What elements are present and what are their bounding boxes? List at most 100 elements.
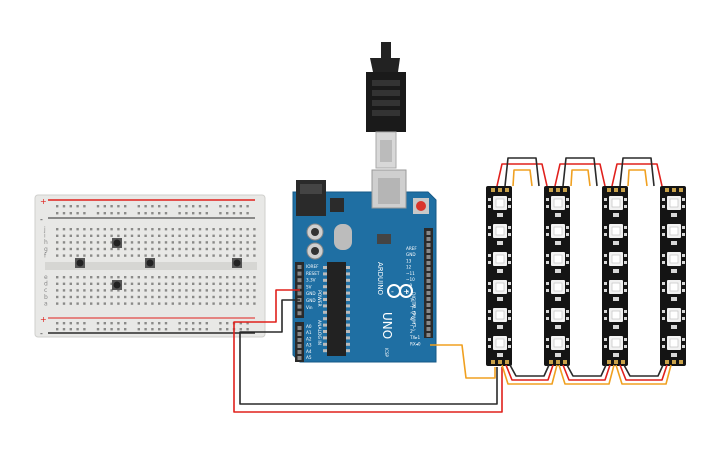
breadboard-hole: [192, 241, 195, 244]
breadboard-hole: [103, 247, 106, 251]
breadboard-hole: [171, 247, 174, 251]
breadboard-hole: [205, 282, 208, 285]
breadboard-hole: [164, 228, 168, 231]
breadboard-hole: [158, 289, 161, 292]
breadboard-hole: [76, 302, 79, 305]
chip-leg: [323, 304, 327, 308]
breadboard-hole: [90, 234, 93, 237]
breadboard-hole: [83, 295, 86, 299]
digital-pin-label: ~10: [406, 277, 415, 282]
breadboard-hole: [90, 247, 93, 251]
chip-leg: [323, 266, 327, 269]
breadboard-hole: [130, 282, 134, 285]
breadboard-hole: [130, 254, 134, 257]
breadboard-hole: [164, 302, 168, 305]
breadboard-hole: [192, 295, 195, 299]
breadboard-hole: [192, 228, 195, 231]
breadboard-hole: [103, 302, 106, 305]
breadboard-hole: [110, 282, 113, 285]
digital-pin-label: 8: [406, 289, 409, 294]
breadboard-hole: [253, 302, 256, 305]
header-pin: [297, 350, 302, 354]
rail-hole: [151, 328, 154, 331]
rail-hole: [192, 322, 195, 325]
breadboard-hole: [96, 295, 100, 299]
breadboard-hole: [90, 289, 93, 292]
breadboard-hole: [117, 234, 120, 237]
breadboard-hole: [137, 282, 140, 285]
breadboard-hole: [212, 295, 215, 299]
breadboard-hole: [178, 282, 181, 285]
usb-cable: [366, 42, 406, 169]
chip-leg: [323, 310, 327, 314]
led-pixel: [604, 280, 627, 301]
rail-hole: [96, 322, 100, 325]
breadboard-hole: [158, 241, 161, 244]
breadboard-hole: [198, 247, 202, 251]
breadboard-hole: [212, 282, 215, 285]
digital-pin-label: ~9: [406, 283, 413, 288]
breadboard-hole: [232, 247, 236, 251]
solder-pad: [607, 360, 611, 364]
rail-hole: [62, 205, 66, 208]
breadboard-hole: [62, 282, 66, 285]
breadboard-hole: [62, 241, 66, 244]
breadboard-hole: [83, 234, 86, 237]
breadboard-hole: [62, 302, 66, 305]
breadboard-hole: [124, 254, 127, 257]
arduino-uno-board: - + ARDUINO UNO DIGITAL (PWM ~) POWER AN…: [292, 169, 437, 363]
rail-plus-label-bottom: +: [40, 315, 47, 324]
breadboard-hole: [185, 282, 188, 285]
header-pin: [426, 231, 431, 235]
power-header-label: POWER: [316, 290, 322, 307]
rail-hole: [164, 322, 168, 325]
digital-pin-label: GND: [406, 252, 416, 257]
breadboard-hole: [144, 276, 147, 279]
breadboard-hole: [158, 302, 161, 305]
breadboard-hole: [90, 295, 93, 299]
breadboard-hole: [76, 234, 79, 237]
rail-hole: [226, 212, 229, 215]
breadboard-hole: [96, 234, 100, 237]
digital-pin-label: 12: [406, 265, 412, 270]
chip-leg: [323, 298, 327, 301]
breadboard-hole: [171, 254, 174, 257]
breadboard-hole: [192, 282, 195, 285]
breadboard-hole: [171, 295, 174, 299]
rail-hole: [76, 205, 79, 208]
breadboard-holes: [56, 205, 256, 331]
breadboard-hole: [62, 247, 66, 251]
breadboard-hole: [96, 302, 100, 305]
rail-hole: [137, 212, 140, 215]
breadboard-hole: [103, 282, 106, 285]
rail-hole: [246, 205, 249, 208]
rail-hole: [198, 322, 202, 325]
breadboard-hole: [246, 295, 249, 299]
led-pixel: [546, 196, 569, 217]
breadboard-hole: [226, 241, 229, 244]
breadboard-hole: [178, 241, 181, 244]
breadboard-hole: [69, 228, 72, 231]
rail-hole: [110, 322, 113, 325]
breadboard-hole: [62, 228, 66, 231]
led-pixel: [546, 308, 569, 329]
solder-pad: [672, 360, 676, 364]
led-pixel: [488, 196, 511, 217]
breadboard-hole: [198, 254, 202, 257]
analog-pin-label: A1: [306, 330, 312, 335]
rail-hole: [96, 328, 100, 331]
header-pin: [426, 267, 431, 271]
rail-hole: [96, 212, 100, 215]
solder-pad: [621, 188, 625, 192]
rail-hole: [198, 212, 202, 215]
breadboard-hole: [137, 247, 140, 251]
breadboard-hole: [246, 241, 249, 244]
header-pin: [297, 344, 302, 348]
analog-pin-label: A2: [306, 336, 312, 341]
breadboard-hole: [83, 276, 86, 279]
breadboard-hole: [83, 228, 86, 231]
breadboard-hole: [219, 254, 222, 257]
header-pin: [297, 271, 302, 276]
arduino-model-label: UNO: [380, 312, 394, 339]
